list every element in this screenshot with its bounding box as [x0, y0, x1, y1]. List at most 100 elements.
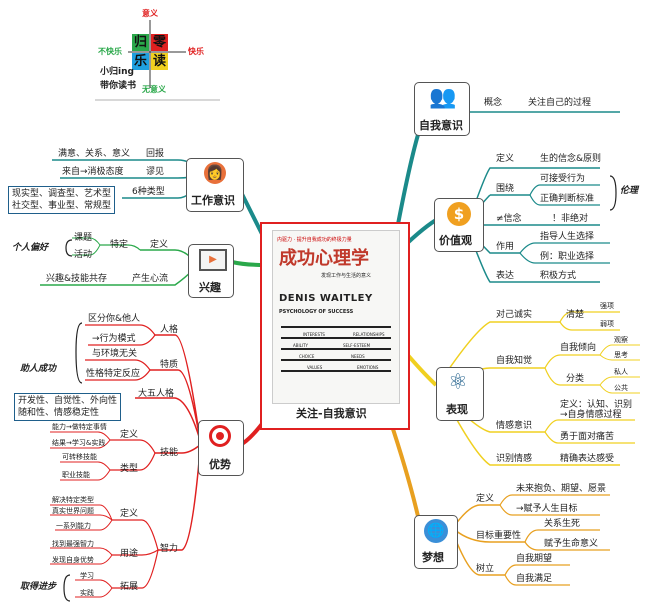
presentation-icon: ▶: [199, 249, 227, 271]
biaoxian-qg-def2: →自身情感过程: [560, 410, 622, 420]
book-cover: 内驱力 · 提升自我成功的终极力量 成功心理学 发现工作与生活的意义 DENIS…: [272, 230, 400, 404]
youshi-zhili: 智力: [160, 544, 179, 554]
book-en-title: PSYCHOLOGY OF SUCCESS: [279, 309, 354, 315]
biaoxian-duiji: 对己诚实: [496, 310, 533, 320]
mengxiang-d1: 未来抱负、期望、愿景: [516, 484, 607, 494]
youshi-zl-t1: 学习: [80, 572, 94, 580]
node-youshi[interactable]: 优势: [198, 420, 244, 476]
gongzuo-leixing-v1: 现实型、调查型、艺术型: [12, 189, 112, 199]
youshi-jn-l1: 可转移技能: [62, 453, 97, 461]
ziwo-k1: 概念: [484, 98, 503, 108]
jiazhi-biaoda: 表达: [496, 271, 515, 281]
biaoxian-shibie-v: 精确表达感受: [560, 454, 615, 464]
youshi-t1: 与环境无关: [92, 349, 138, 359]
xingqu-xinliu: 产生心流: [132, 274, 169, 284]
jiazhi-w2: 正确判断标准: [540, 194, 595, 204]
node-gongzuo[interactable]: 👩 工作意识: [186, 158, 244, 212]
biaoxian-sikao: 思考: [614, 351, 628, 359]
youshi-dawu-box: 开发性、自觉性、外向性 随和性、情感稳定性: [14, 393, 122, 421]
youshi-zl-d2: 真实世界问题: [52, 507, 94, 515]
xingqu-dingyi: 定义: [150, 240, 169, 250]
youshi-zhuren: 助人成功: [20, 364, 57, 374]
legend-right: 快乐: [188, 47, 204, 56]
biaoxian-sir: 私人: [614, 368, 628, 376]
jiazhi-biaoda-v: 积极方式: [540, 271, 577, 281]
jiazhi-dingyi-v: 生的信念&原则: [540, 154, 602, 164]
xingqu-huodong: 活动: [74, 250, 93, 260]
youshi-qude: 取得进步: [20, 582, 57, 592]
youshi-jn-d1: 能力→做特定事情: [52, 423, 107, 431]
legend-top: 意义: [142, 9, 158, 18]
gongzuo-leixing-box: 现实型、调查型、艺术型 社交型、事业型、常规型: [8, 186, 116, 214]
legend-quad-le: 乐: [132, 53, 149, 70]
cover-word-7: VALUES: [307, 365, 323, 370]
xingqu-keti: 课题: [74, 233, 93, 243]
node-xingqu[interactable]: ▶ 兴趣: [188, 244, 234, 298]
biaoxian-qiangxiang: 强项: [600, 302, 614, 310]
biaoxian-guancha: 观察: [614, 336, 628, 344]
youshi-zl-t2: 实践: [80, 589, 94, 597]
biaoxian-shibie: 识别情感: [496, 454, 533, 464]
atom-icon: ⚛: [448, 370, 468, 395]
jiazhi-z2: 例：职业选择: [540, 252, 595, 262]
mengxiang-dingyi: 定义: [476, 494, 495, 504]
node-gongzuo-label: 工作意识: [191, 194, 235, 207]
gongzuo-leixing: 6种类型: [132, 187, 165, 197]
legend-line2: 带你读书: [100, 81, 137, 91]
cover-word-5: CHOICE: [299, 354, 315, 359]
youshi-dw1: 开发性、自觉性、外向性: [18, 396, 118, 406]
coin-icon: $: [447, 202, 471, 226]
xingqu-gongcun: 兴趣&技能共存: [46, 274, 108, 284]
biaoxian-qg-def: 定义：认知、识别: [560, 400, 633, 410]
cover-word-2: RELATIONSHIPS: [353, 332, 385, 337]
node-ziwo-label: 自我意识: [419, 119, 463, 132]
youshi-zl-dingyi: 定义: [120, 509, 139, 519]
youshi-zl-d1: 解决特定类型: [52, 496, 94, 504]
node-jiazhi[interactable]: $ 价值观: [434, 198, 484, 252]
youshi-jn-l2: 职业技能: [62, 471, 90, 479]
book-tag: 内驱力 · 提升自我成功的终极力量: [277, 237, 352, 243]
center-book-frame: 内驱力 · 提升自我成功的终极力量 成功心理学 发现工作与生活的意义 DENIS…: [260, 222, 410, 430]
biaoxian-gonggong: 公共: [614, 384, 628, 392]
cover-word-1: INTERESTS: [303, 332, 325, 337]
node-mengxiang-label: 梦想: [422, 551, 444, 564]
target-icon: [209, 425, 231, 447]
jiazhi-zuoyong: 作用: [496, 242, 515, 252]
youshi-jn-d2: 结果→学习&实践: [52, 439, 106, 447]
jiazhi-feijue: ！非绝对: [552, 214, 589, 224]
legend-quad-gui: 归: [132, 34, 149, 51]
node-youshi-label: 优势: [209, 458, 231, 471]
youshi-renge: 人格: [160, 325, 179, 335]
people-icon: 👥: [429, 85, 457, 110]
mengxiang-mubiao: 目标重要性: [476, 531, 522, 541]
node-biaoxian[interactable]: ⚛ 表现: [436, 367, 484, 421]
node-ziwo[interactable]: 👥 自我意识: [414, 82, 470, 136]
cover-word-4: SELF-ESTEEM: [343, 343, 371, 348]
legend-quad-ling: 零: [151, 34, 168, 51]
youshi-r2: →行为模式: [92, 334, 136, 344]
youshi-zl-yongtu: 用途: [120, 549, 139, 559]
youshi-jn-leixing: 类型: [120, 464, 139, 474]
youshi-dawu: 大五人格: [138, 389, 175, 399]
legend-bottom: 无意义: [142, 85, 166, 94]
center-caption: 关注-自我意识: [296, 407, 367, 420]
mengxiang-s1: 自我期望: [516, 554, 553, 564]
mengxiang-s2: 自我满足: [516, 574, 553, 584]
biaoxian-qingchu: 清楚: [566, 310, 585, 320]
youshi-tezhi: 特质: [160, 360, 179, 370]
jiazhi-dingyi: 定义: [496, 154, 515, 164]
biaoxian-qg-yong: 勇于面对痛苦: [560, 432, 615, 442]
youshi-t2: 性格特定反应: [86, 369, 141, 379]
youshi-zl-y1: 找到最强智力: [52, 540, 94, 548]
mengxiang-m1: 关系生死: [544, 519, 581, 529]
biaoxian-fenlei: 分类: [566, 374, 585, 384]
jiazhi-xinnian: ≠信念: [496, 214, 522, 224]
gongzuo-huibao: 回报: [146, 149, 165, 159]
gongzuo-leixing-v2: 社交型、事业型、常规型: [12, 201, 112, 211]
xingqu-geren: 个人偏好: [12, 243, 49, 253]
gongzuo-luojian: 谬见: [146, 167, 165, 177]
legend-line1: 小归ing: [100, 67, 134, 77]
node-mengxiang[interactable]: 🌐 梦想: [414, 515, 458, 569]
book-title: 成功心理学: [279, 248, 369, 269]
node-biaoxian-label: 表现: [446, 403, 468, 416]
